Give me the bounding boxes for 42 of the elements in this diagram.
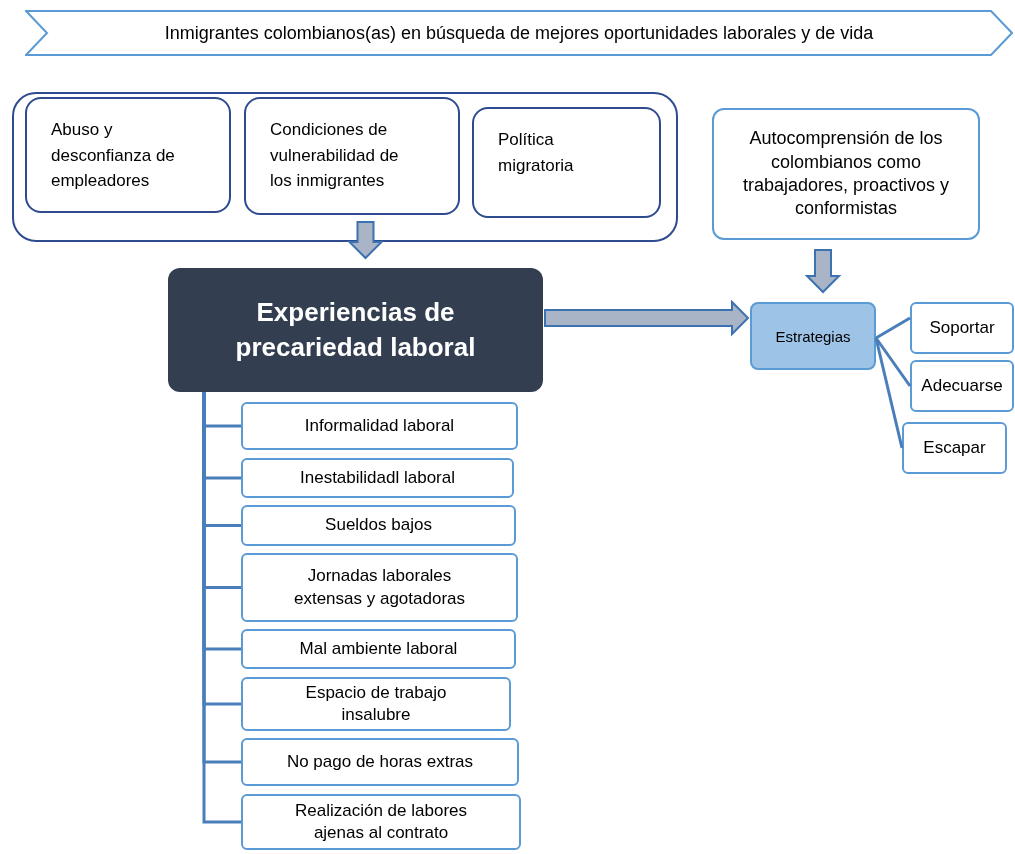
box-text: Espacio de trabajo insalubre [304, 681, 448, 726]
factor-box [25, 97, 231, 213]
item-box [241, 629, 516, 669]
connector-line [874, 337, 904, 449]
box-text: Inmigrantes colombianos(as) en búsqueda de mejores oportunidades laborales y de vida [164, 22, 874, 44]
item-box [241, 677, 511, 731]
box-text: Informalidad laboral [304, 414, 455, 437]
item-box [241, 553, 518, 622]
main-title: Experiencias de precariedad laboral [234, 295, 477, 364]
box-text: Sueldos bajos [325, 514, 432, 537]
item-box [241, 794, 521, 850]
group-box [12, 92, 678, 242]
item-box [241, 458, 514, 498]
strategy-box [750, 302, 876, 370]
box-text: Autocomprensión de los colombianos como trabajadores, proactivos y conformistas [741, 127, 951, 221]
box-text: Jornadas laborales extensas y agotadoras [292, 565, 467, 610]
item-box [910, 360, 1014, 412]
box-text: Condiciones de vulnerabilidad de los inmigrantes [270, 119, 400, 192]
factor-box [472, 107, 661, 218]
info-box [712, 108, 980, 240]
main-box [168, 268, 543, 392]
connector-line [875, 316, 911, 340]
item-box [902, 422, 1007, 474]
chevron-banner [25, 10, 1013, 56]
box-text: Escapar [923, 436, 986, 459]
box-text: Soportar [929, 316, 995, 339]
box-text: Adecuarse [921, 374, 1003, 397]
box-text: Estrategias [775, 327, 851, 345]
box-text: Inestabilidadl laboral [300, 466, 455, 489]
box-text: Abuso y desconfianza de empleadores [51, 119, 176, 192]
item-box [910, 302, 1014, 354]
item-box [241, 738, 519, 786]
block-arrow [804, 249, 842, 294]
item-box [241, 402, 518, 450]
box-text: Realización de labores ajenas al contrato [294, 799, 468, 844]
block-arrow [347, 221, 384, 260]
item-box [241, 505, 516, 546]
factor-box [244, 97, 460, 215]
box-text: Política migratoria [498, 129, 575, 177]
box-text: No pago de horas extras [286, 750, 474, 773]
box-text: Mal ambiente laboral [299, 637, 458, 660]
block-arrow [544, 299, 750, 337]
